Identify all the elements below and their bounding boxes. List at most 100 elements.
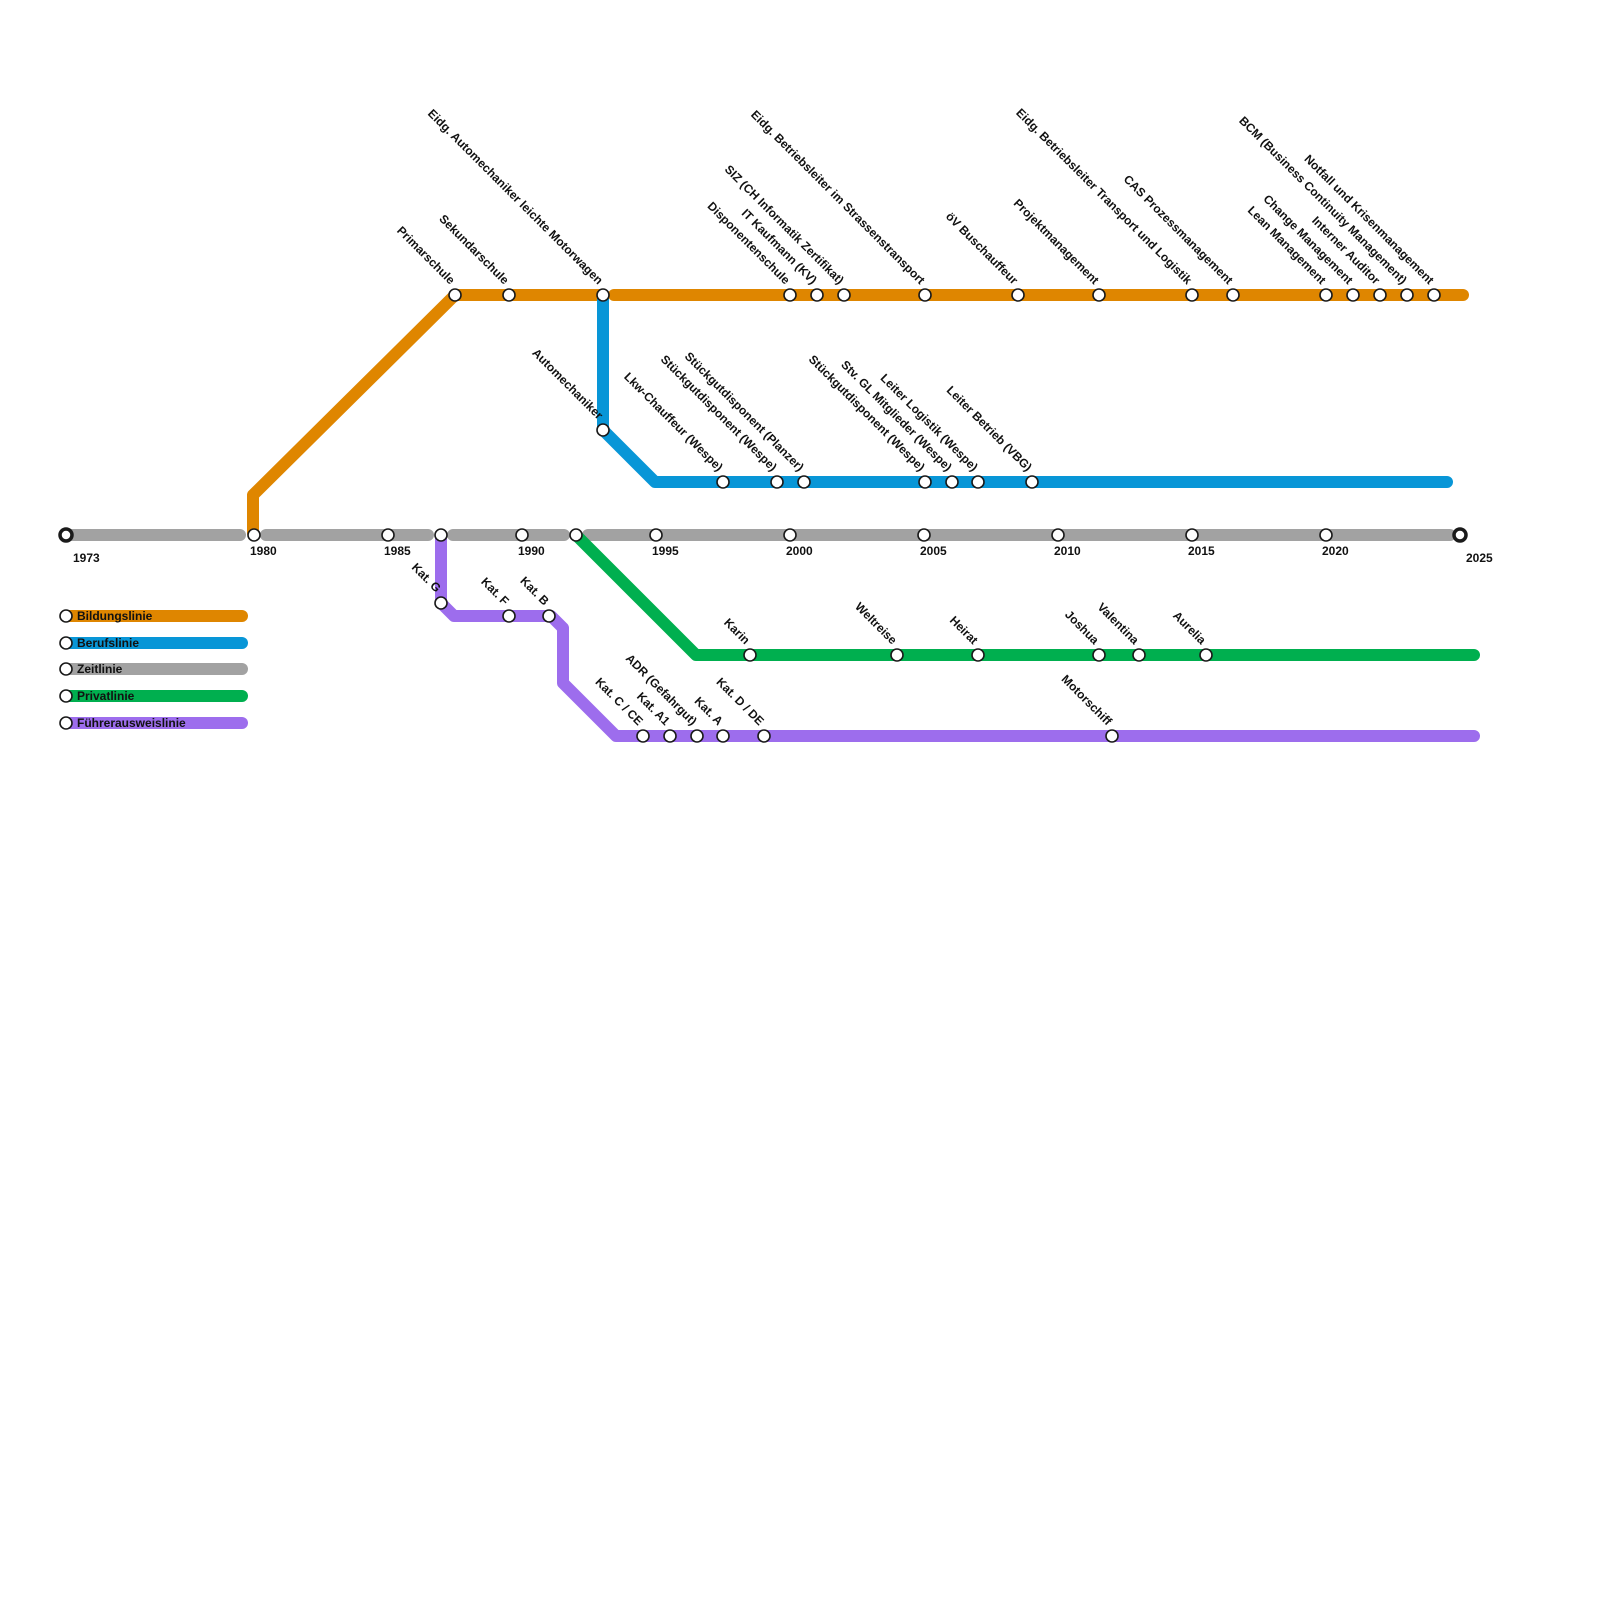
legend-item-zeit: Zeitlinie [59,662,248,676]
station-stop [690,729,704,743]
station-stop [1400,288,1414,302]
station-stop [596,423,610,437]
timeline-end-label: 2025 [1466,551,1493,565]
station-label: Leiter Logistik (Wespe) [878,371,981,474]
station-label: Stv. GL Mitglieder (Wespe) [838,358,954,474]
station-stop [1092,288,1106,302]
legend-label: Berufslinie [77,636,139,650]
station-label: Kat. B [517,574,552,609]
legend-item-privat: Privatlinie [59,689,248,703]
beruf-route [597,289,1453,488]
timeline-stop [515,528,529,542]
station-stop [1427,288,1441,302]
station-stop [1132,648,1146,662]
station-stop [1373,288,1387,302]
legend-stop [59,636,73,650]
timeline-stop [917,528,931,542]
timeline-stop [1051,528,1065,542]
station-stop [1185,288,1199,302]
station-label: Kat. A [692,694,726,728]
year-label: 1985 [384,544,411,558]
station-stop [1199,648,1213,662]
year-label: 1980 [250,544,277,558]
station-stop [502,288,516,302]
timeline-stop [783,528,797,542]
station-label: Heirat [947,613,981,647]
year-label: 2000 [786,544,813,558]
timeline-end-stop [1452,527,1468,543]
year-label: 1995 [652,544,679,558]
station-stop [716,475,730,489]
station-stop [1011,288,1025,302]
legend-stop [59,689,73,703]
station-stop [596,288,610,302]
legend-item-beruf: Berufslinie [59,636,248,650]
station-stop [542,609,556,623]
station-label: Eidg. Betriebsleiter Transport und Logis… [1013,106,1195,288]
bildung-route [247,289,606,539]
station-stop [743,648,757,662]
station-stop [971,475,985,489]
timeline-stop [1185,528,1199,542]
station-stop [797,475,811,489]
station-stop [1319,288,1333,302]
station-stop [1025,475,1039,489]
year-label: 2005 [920,544,947,558]
year-label: 1990 [518,544,545,558]
station-stop [663,729,677,743]
privat-route [570,529,1480,661]
station-stop [810,288,824,302]
legend-item-fuehrer: Führerausweislinie [59,716,248,730]
station-label: Valentina [1095,600,1142,647]
station-stop [971,648,985,662]
station-label: Joshua [1062,608,1102,648]
station-stop [945,475,959,489]
station-stop [890,648,904,662]
legend-label: Privatlinie [77,689,135,703]
legend-item-bildung: Bildungslinie [59,609,248,623]
year-label: 2020 [1322,544,1349,558]
station-label: Karin [721,616,753,648]
legend-label: Zeitlinie [77,662,123,676]
legend-label: Bildungslinie [77,609,153,623]
timeline-start-stop [58,527,74,543]
station-label: Aurelia [1170,608,1209,647]
station-stop [716,729,730,743]
legend-stop [59,609,73,623]
station-stop [1226,288,1240,302]
station-stop [783,288,797,302]
station-stop [918,475,932,489]
legend-label: Führerausweislinie [77,716,186,730]
year-label: 2010 [1054,544,1081,558]
station-stop [434,596,448,610]
timeline-stop [569,528,583,542]
station-label: Eidg. Automechaniker leichte Motorwagen [425,106,606,287]
station-label: Motorschiff [1059,672,1116,729]
station-label: öV Buschauffeur [943,209,1021,287]
station-stop [636,729,650,743]
station-stop [448,288,462,302]
station-stop [918,288,932,302]
station-label: Stückgutdisponent (Wespe) [806,352,928,474]
timeline-stop [1319,528,1333,542]
fuehrer-route [435,531,1480,742]
timeline-stop [247,528,261,542]
station-label: Kat. F [478,575,511,608]
legend-stop [59,662,73,676]
bildung-stations: Primarschule Sekundarschule Eidg. Autome… [394,106,1441,302]
station-stop [1092,648,1106,662]
station-stop [757,729,771,743]
legend-stop [59,716,73,730]
station-stop [502,609,516,623]
station-label: Weltreise [852,600,900,648]
station-stop [1105,729,1119,743]
year-label: 2015 [1188,544,1215,558]
station-label: Automechaniker [529,346,606,423]
timeline-stops: 1973 1980 1985 1990 1995 2000 2005 2010 … [58,527,1493,565]
timeline-stop [649,528,663,542]
legend: Bildungslinie Berufslinie Zeitlinie Priv… [59,609,248,730]
timeline-stop [381,528,395,542]
station-stop [837,288,851,302]
timeline-start-label: 1973 [73,551,100,565]
